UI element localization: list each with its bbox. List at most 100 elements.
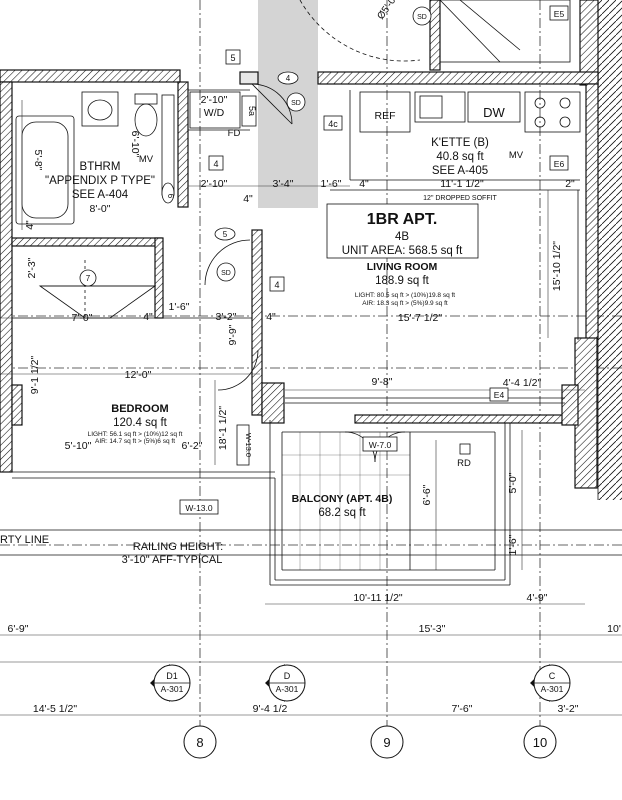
washer-dryer [189,91,241,129]
dim-4-9: 4'-9" [527,592,548,604]
bedroom-area: 120.4 sq ft [113,417,168,429]
tag-7: 7 [86,274,91,283]
kitchen-dim: 11'-1 1/2" [440,178,484,190]
grid-label-8: 8 [196,735,203,750]
section-marker-d1 [150,664,191,702]
dim-14-5: 14'-5 1/2" [33,703,78,715]
dim-1-6-b: 1'-6" [169,301,190,313]
bedroom-air: AIR: 14.7 sq ft > (5%)6 sq ft [95,438,175,445]
mv-label-kitchen: MV [509,150,524,161]
dim-2-10-top: 2'-10" [201,94,228,106]
dim-7-6: 7'-6" [452,703,473,715]
living-air: AIR: 18.3 sq ft > (5%)9.9 sq ft [362,300,448,307]
dim-7-0: 7'-0" [72,312,93,324]
sd-label-shaft: SD [417,14,427,21]
kitchen-name: K'ETTE (B) [431,137,489,149]
range [524,91,581,133]
dim-2-10-mid: 2'-10" [201,178,228,190]
tag-5a: 5a [247,106,257,116]
bathroom-dim: 8'-0" [90,203,111,215]
tag-6: 6 [166,194,175,199]
top-right-shaft [429,0,599,86]
dim-12-0: 12'-0" [125,369,152,381]
grid-label-10: 10 [533,735,547,750]
section-c-sheet: A-301 [541,684,564,694]
dim-4-c: 4" [24,220,36,230]
tag-e6: E6 [554,159,565,169]
dim-15-10: 15'-10 1/2" [551,241,563,291]
tag-5-living: 5 [223,230,228,239]
smoke-detector-left [216,262,236,282]
mv-label-bath: MV [139,154,154,165]
grid-bubble-9 [370,725,404,759]
tag-4-box: 4 [213,159,218,169]
grid-label-9: 9 [383,735,390,750]
kitchen-sink [414,91,466,123]
bathroom-name: BTHRM [80,161,121,173]
grid-bubble-10 [523,725,557,759]
dim-4-e: 4" [266,311,276,323]
section-d1-sheet: A-301 [161,684,184,694]
railing-note-2: 3'-10" AFF-TYPICAL [122,554,223,566]
dw-label: DW [483,105,505,120]
dim-10-11: 10'-11 1/2" [353,592,403,604]
diameter-label: Ø5'-0" [375,0,400,22]
section-marker-c [530,664,571,702]
ref-label: REF [375,110,396,122]
balcony-grid [282,432,411,570]
sd-label-left: SD [221,270,231,277]
living-area: 188.9 sq ft [375,275,430,287]
living-dim: 15'-7 1/2" [398,312,443,324]
apt-title: 1BR APT. [367,211,438,228]
fd-label: FD [228,128,241,139]
smoke-detector-top [286,92,306,112]
balcony-area: 68.2 sq ft [318,507,366,519]
tag-4c: 4c [328,119,338,129]
refrigerator [359,91,411,133]
property-line-label: RTY LINE [0,534,49,546]
dim-9-9: 9'-9" [227,324,239,345]
bedroom-light: LIGHT: 56.1 sq ft > (10%)12 sq ft [88,431,183,438]
tag-w13-bottom: W-13.0 [185,503,213,513]
soffit-note: 12" DROPPED SOFFIT [423,195,497,202]
grid-bubble-8 [183,725,217,759]
living-light: LIGHT: 80.5 sq ft > (10%)19.8 sq ft [355,292,455,299]
tag-5-ellipse [214,227,236,241]
tag-w13-vertical: W-13.0 [244,433,253,457]
dim-4-4: 4'-4 1/2" [503,377,542,389]
tag-4-ellipse-text: 4 [286,74,291,83]
dim-3-4: 3'-4" [273,178,294,190]
dim-10: 10' [607,623,621,635]
sd-label-top: SD [291,100,301,107]
balcony-name: BALCONY (APT. 4B) [292,493,393,505]
wd-label: W/D [204,107,225,119]
walls [0,69,599,489]
dim-5-10: 5'-10" [65,440,92,452]
section-d-sheet: A-301 [276,684,299,694]
exterior-stair [598,0,622,500]
dim-9-4: 9'-4 1/2 [253,703,288,715]
dim-4-b: 4" [243,193,253,205]
dimension-lines [0,100,622,716]
dim-5-8: 5'-8" [32,150,44,171]
centerlines [0,0,622,730]
rd-label: RD [457,458,471,469]
dim-3-2-a: 3'-2" [216,311,237,323]
tag-w7: W-7.0 [369,440,392,450]
outline-lines [0,89,622,586]
living-name: LIVING ROOM [367,261,438,273]
shower [38,285,157,319]
dim-4-a: 4" [359,178,369,190]
dim-3-2-b: 3'-2" [558,703,579,715]
dim-5-0: 5'-0" [507,472,519,493]
dim-18-1: 18'-1 1/2" [217,406,229,451]
dim-6-2: 6'-2" [182,440,203,452]
bathroom-sink [81,91,119,127]
kitchen-area: 40.8 sq ft [436,151,484,163]
section-marker-d [265,664,306,702]
dishwasher [467,91,521,123]
kitchen-ref: SEE A-405 [432,165,488,177]
tag-6-ellipse [161,182,175,204]
tag-4-ellipse [277,71,299,85]
